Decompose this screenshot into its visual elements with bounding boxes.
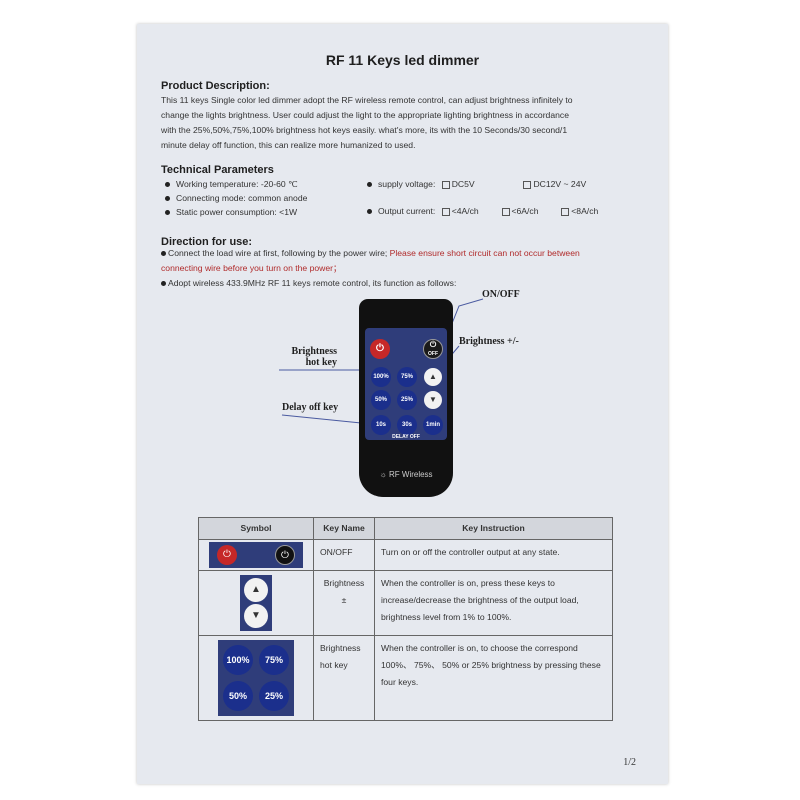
delay-off-label: DELAY OFF: [392, 434, 420, 440]
table-header-row: Symbol Key Name Key Instruction: [198, 517, 613, 540]
bullet-icon: [165, 196, 170, 202]
checkbox-icon: [441, 180, 450, 189]
checkbox-icon: [523, 180, 532, 189]
technical-heading: Technical Parameters: [161, 164, 274, 176]
checkbox-icon: [441, 207, 450, 216]
wifi-icon: ☼: [379, 470, 389, 479]
hot-key-100: 100%: [223, 645, 253, 675]
key-name-on-off: ON/OFF: [313, 539, 375, 571]
power-icon: ⏻: [217, 545, 237, 565]
table-row: ⏻ ⏻ ON/OFF Turn on or off the controller…: [198, 539, 613, 571]
product-description-heading: Product Description:: [161, 80, 270, 92]
key-10s[interactable]: 10s: [371, 415, 391, 435]
table-row: 100%75% 50%25% Brightness hot key When t…: [198, 635, 613, 721]
brightness-down-icon: ▼: [244, 604, 268, 628]
key-name-brightness: Brightness ±: [313, 570, 375, 636]
hot-key-50: 50%: [223, 681, 253, 711]
symbol-hot-keys: 100%75% 50%25%: [198, 635, 314, 721]
instruction-brightness: When the controller is on, press these k…: [374, 570, 613, 636]
key-1min[interactable]: 1min: [423, 415, 443, 435]
checkbox-icon: [501, 207, 510, 216]
bullet-icon: [165, 182, 170, 188]
instruction-sheet: RF 11 Keys led dimmer Product Descriptio…: [137, 24, 668, 784]
key-name-hot-key: Brightness hot key: [313, 635, 375, 721]
callout-delay-off: Delay off key: [282, 402, 339, 413]
rf-wireless-label: ☼ RF Wireless: [379, 470, 433, 479]
symbol-brightness-plus-minus: ▲ ▼: [198, 570, 314, 636]
callout-brightness-plus-minus: Brightness +/-: [459, 336, 519, 347]
param-output-current: Output current: <4A/ch <6A/ch <8A/ch: [367, 206, 598, 216]
hot-key-75: 75%: [259, 645, 289, 675]
product-description-body: This 11 keys Single color led dimmer ado…: [161, 93, 573, 153]
param-supply-voltage: supply voltage: DC5V DC12V ~ 24V: [367, 179, 586, 189]
key-25[interactable]: 25%: [397, 390, 417, 410]
description-line: with the 25%,50%,75%,100% brightness hot…: [161, 125, 568, 135]
bullet-icon: [161, 251, 166, 257]
param-static-power: Static power consumption: <1W: [165, 207, 297, 217]
description-line: change the lights brightness. User could…: [161, 110, 569, 120]
page-title: RF 11 Keys led dimmer: [325, 52, 480, 68]
direction-body: Connect the load wire at first, followin…: [161, 248, 580, 288]
callout-on-off: ON/OFF: [482, 289, 520, 300]
bullet-icon: [165, 210, 170, 216]
page-number: 1/2: [623, 757, 636, 768]
remote-control: ⏻ ⏻OFF 100% 75% ▲ 50% 25% ▼ 10s 30s 1min…: [359, 299, 453, 497]
param-working-temp: Working temperature: -20-60 ℃: [165, 179, 298, 190]
key-100[interactable]: 100%: [371, 367, 391, 387]
brightness-up-icon[interactable]: ▲: [424, 368, 442, 386]
instruction-hot-key: When the controller is on, to choose the…: [374, 635, 613, 721]
symbol-on-off: ⏻ ⏻: [198, 539, 314, 571]
bullet-icon: [367, 209, 372, 215]
table-row: ▲ ▼ Brightness ± When the controller is …: [198, 570, 613, 636]
key-50[interactable]: 50%: [371, 390, 391, 410]
description-line: This 11 keys Single color led dimmer ado…: [161, 95, 573, 105]
hot-key-25: 25%: [259, 681, 289, 711]
key-75[interactable]: 75%: [397, 367, 417, 387]
bullet-icon: [161, 281, 166, 287]
callout-brightness-hot-key: Brightness hot key: [291, 346, 337, 368]
header-key-instruction: Key Instruction: [374, 517, 613, 540]
direction-heading: Direction for use:: [161, 236, 253, 248]
instruction-on-off: Turn on or off the controller output at …: [374, 539, 613, 571]
brightness-down-icon[interactable]: ▼: [424, 391, 442, 409]
param-connecting-mode: Connecting mode: common anode: [165, 193, 307, 203]
checkbox-icon: [561, 207, 570, 216]
bullet-icon: [367, 182, 372, 188]
header-key-name: Key Name: [313, 517, 375, 540]
key-table: Symbol Key Name Key Instruction ⏻ ⏻ ON/O…: [198, 517, 613, 721]
key-30s[interactable]: 30s: [397, 415, 417, 435]
header-symbol: Symbol: [198, 517, 314, 540]
description-line: minute delay off function, this can real…: [161, 140, 416, 150]
power-off-icon: ⏻: [275, 545, 295, 565]
remote-key-panel: ⏻ ⏻OFF 100% 75% ▲ 50% 25% ▼ 10s 30s 1min…: [365, 328, 447, 440]
brightness-up-icon: ▲: [244, 578, 268, 602]
off-button[interactable]: ⏻OFF: [423, 339, 443, 359]
power-icon[interactable]: ⏻: [370, 339, 390, 359]
